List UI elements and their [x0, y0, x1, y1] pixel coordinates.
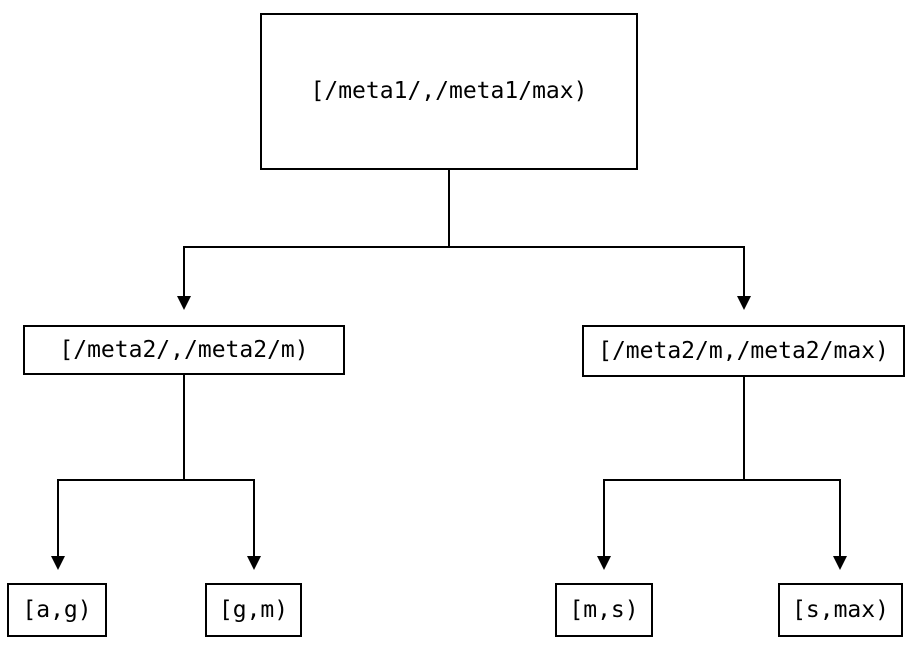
- down-arrowhead-icon: [247, 556, 261, 570]
- down-arrowhead-icon: [597, 556, 611, 570]
- root-node-meta1-range: [/meta1/,/meta1/max): [260, 13, 638, 170]
- down-arrowhead-icon: [51, 556, 65, 570]
- leaf-node-s-max: [s,max): [778, 583, 903, 637]
- down-arrowhead-icon: [177, 296, 191, 310]
- connector-root-to-level2: [177, 170, 751, 310]
- leaf-node-a-g: [a,g): [7, 583, 107, 637]
- right-child-node-meta2-high-range: [/meta2/m,/meta2/max): [582, 325, 905, 377]
- connector-left-node-to-leaves: [51, 375, 261, 570]
- down-arrowhead-icon: [833, 556, 847, 570]
- left-child-node-meta2-low-range: [/meta2/,/meta2/m): [23, 325, 345, 375]
- leaf-node-m-s: [m,s): [555, 583, 653, 637]
- down-arrowhead-icon: [737, 296, 751, 310]
- connector-right-node-to-leaves: [597, 377, 847, 570]
- leaf-node-g-m: [g,m): [205, 583, 302, 637]
